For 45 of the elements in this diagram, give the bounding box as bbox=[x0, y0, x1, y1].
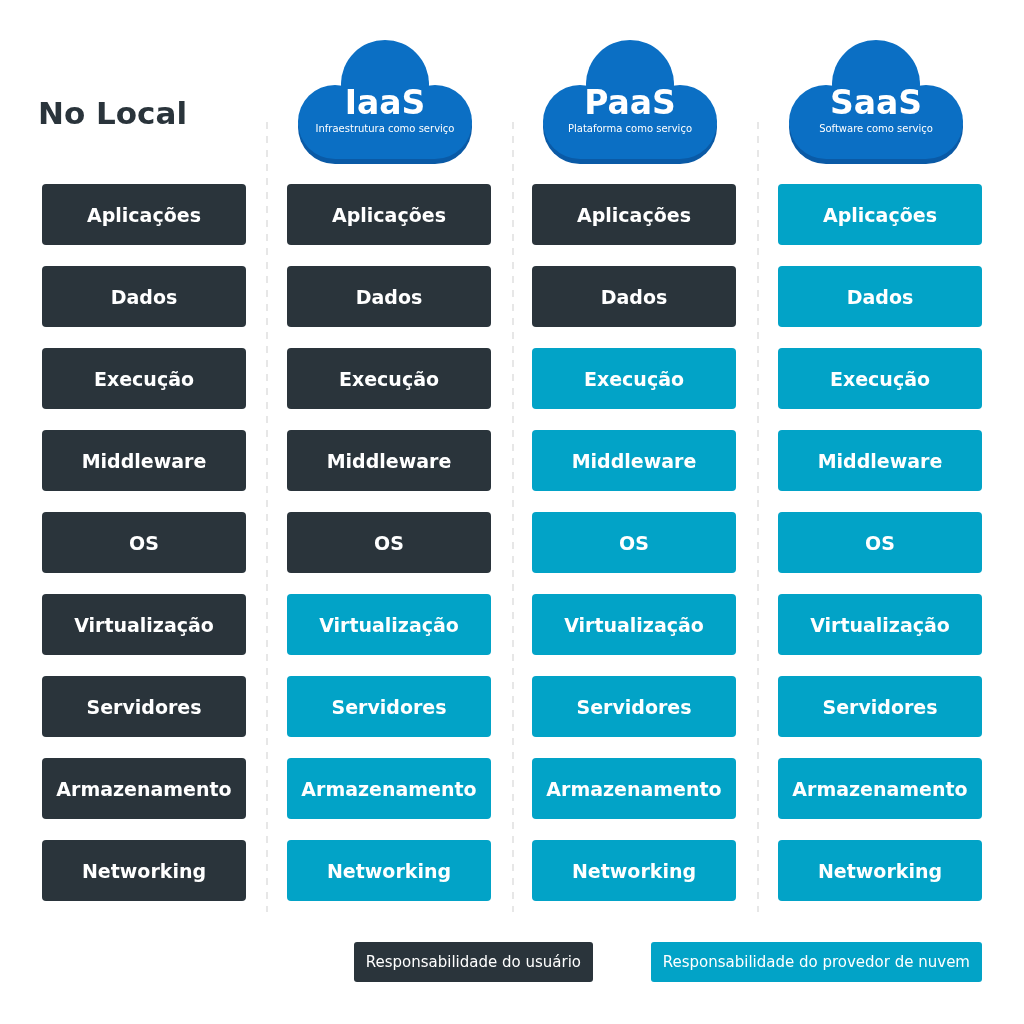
stack-layer: Middleware bbox=[778, 430, 982, 491]
stack-layer: Armazenamento bbox=[532, 758, 736, 819]
stack-layer: Middleware bbox=[42, 430, 246, 491]
stack-layer: OS bbox=[532, 512, 736, 573]
stack-layer: Networking bbox=[42, 840, 246, 901]
stack-layer: Servidores bbox=[532, 676, 736, 737]
service-title: IaaS bbox=[344, 84, 426, 122]
stack-layer: Virtualização bbox=[287, 594, 491, 655]
stack-layer: OS bbox=[778, 512, 982, 573]
stack-layer: Servidores bbox=[42, 676, 246, 737]
stack-layer: Armazenamento bbox=[287, 758, 491, 819]
stack-layer: Execução bbox=[532, 348, 736, 409]
stack-layer: Execução bbox=[287, 348, 491, 409]
stack-layer: Middleware bbox=[287, 430, 491, 491]
stack-layer: Dados bbox=[778, 266, 982, 327]
stack-layer: Servidores bbox=[287, 676, 491, 737]
stack-layer: Aplicações bbox=[42, 184, 246, 245]
service-title: PaaS bbox=[584, 84, 676, 122]
stack-layer: Aplicações bbox=[778, 184, 982, 245]
stack-layer: Dados bbox=[532, 266, 736, 327]
stack-layer: Aplicações bbox=[532, 184, 736, 245]
stack-layer: Armazenamento bbox=[42, 758, 246, 819]
column-heading: No Local bbox=[38, 94, 187, 132]
stack-layer: Middleware bbox=[532, 430, 736, 491]
stack-layer: Servidores bbox=[778, 676, 982, 737]
stack-layer: Aplicações bbox=[287, 184, 491, 245]
stack-layer: Dados bbox=[287, 266, 491, 327]
stack-layer: OS bbox=[287, 512, 491, 573]
service-title: SaaS bbox=[829, 84, 923, 122]
service-subtitle: Plataforma como serviço bbox=[567, 122, 693, 136]
stack-layer: Virtualização bbox=[42, 594, 246, 655]
stack-layer: Networking bbox=[778, 840, 982, 901]
stack-layer: Networking bbox=[287, 840, 491, 901]
stack-layer: Dados bbox=[42, 266, 246, 327]
stack-layer: Execução bbox=[778, 348, 982, 409]
service-subtitle: Infraestrutura como serviço bbox=[315, 122, 455, 136]
legend-key: Responsabilidade do usuário bbox=[353, 942, 593, 982]
stack-layer: OS bbox=[42, 512, 246, 573]
stack-layer: Execução bbox=[42, 348, 246, 409]
service-subtitle: Software como serviço bbox=[819, 122, 933, 136]
stack-layer: Networking bbox=[532, 840, 736, 901]
stack-layer: Virtualização bbox=[778, 594, 982, 655]
stack-layer: Armazenamento bbox=[778, 758, 982, 819]
stack-layer: Virtualização bbox=[532, 594, 736, 655]
legend-key: Responsabilidade do provedor de nuvem bbox=[650, 942, 982, 982]
